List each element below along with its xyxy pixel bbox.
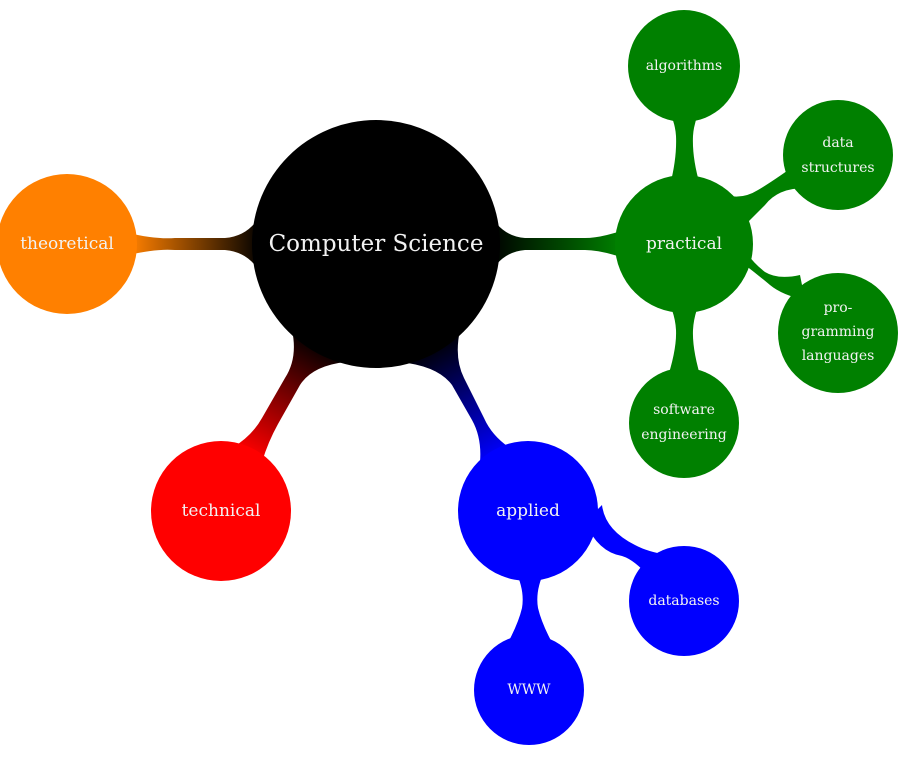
node-algorithms[interactable] (628, 10, 740, 122)
label-software-engineering-line-1: software (653, 402, 715, 418)
label-data-structures-line-1: data (822, 135, 853, 151)
label-www: WWW (507, 682, 551, 698)
node-www[interactable] (474, 635, 584, 745)
node-theoretical[interactable] (0, 174, 137, 314)
connector-applied (400, 330, 510, 462)
label-algorithms: algorithms (646, 58, 723, 74)
connector-www (505, 570, 555, 648)
label-programming-languages-line-3: languages (802, 348, 875, 364)
label-computer-science: Computer Science (269, 231, 484, 257)
label-theoretical: theoretical (20, 234, 114, 254)
label-technical: technical (182, 501, 261, 521)
label-programming-languages-line-1: pro- (824, 300, 853, 316)
connector-software-engineering (662, 290, 706, 388)
connector-programming-languages (745, 250, 805, 300)
label-practical: practical (646, 234, 722, 254)
node-data-structures[interactable] (783, 100, 893, 210)
node-technical[interactable] (151, 441, 291, 581)
node-programming-languages[interactable] (778, 273, 898, 393)
connector-technical (232, 330, 345, 462)
nodes (0, 10, 898, 745)
connector-databases (585, 505, 668, 578)
connector-theoretical (110, 212, 262, 276)
node-software-engineering[interactable] (629, 368, 739, 478)
node-databases[interactable] (629, 546, 739, 656)
node-applied[interactable] (458, 441, 598, 581)
node-practical[interactable] (615, 175, 753, 313)
label-databases: databases (648, 593, 719, 609)
label-software-engineering-line-2: engineering (641, 427, 727, 443)
label-programming-languages-line-2: gramming (801, 324, 874, 340)
labels: Computer Science theoretical practical t… (20, 58, 874, 698)
label-data-structures-line-2: structures (801, 160, 874, 176)
node-computer-science[interactable] (252, 120, 500, 368)
connector-practical (488, 210, 640, 278)
connector-data-structures (725, 158, 805, 225)
label-applied: applied (496, 501, 560, 521)
